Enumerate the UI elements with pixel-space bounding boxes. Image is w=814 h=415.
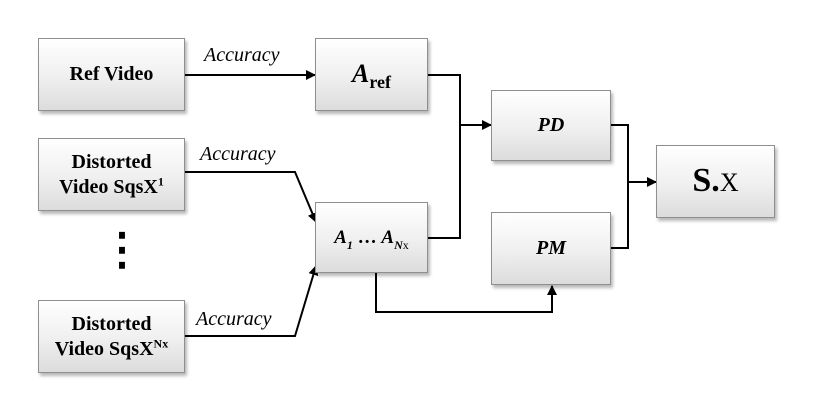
a-list-dots: …	[352, 226, 382, 248]
distorted-video-n-name: Video SqsX	[54, 337, 154, 360]
edge-pd-to-sx	[611, 124, 629, 182]
a-list-box: A1 … ANx	[315, 202, 428, 273]
pm-box: PM	[491, 212, 611, 285]
a-ref-sub: ref	[369, 72, 391, 93]
dist1-accuracy-label: Accuracy	[200, 143, 276, 165]
edge-aref-to-pd	[428, 74, 461, 125]
sx-rest: X	[719, 168, 739, 198]
sx-bold: S.	[692, 162, 720, 200]
distorted-video-n-line2: Video SqsXNx	[55, 337, 168, 362]
distorted-video-1-line1: Distorted	[71, 150, 152, 173]
pd-label: PD	[537, 114, 565, 136]
ref-accuracy-label: Accuracy	[204, 44, 280, 66]
distorted-video-1-text: Distorted Video SqsX1	[59, 150, 164, 200]
distorted-video-n-line1: Distorted	[71, 312, 152, 335]
edge-dist1-to-alist	[185, 171, 318, 223]
sx-label: S.X	[692, 160, 738, 203]
pm-label: PM	[536, 237, 566, 259]
sx-box: S.X	[656, 145, 775, 218]
a-list-subn: N	[394, 237, 403, 252]
a-list-a1: A	[334, 226, 347, 248]
ref-video-box: Ref Video	[38, 38, 185, 111]
a-ref-box: Aref	[315, 38, 428, 111]
edge-distn-to-alist	[185, 265, 319, 337]
a-list-subx: x	[402, 237, 409, 252]
a-ref-label: Aref	[352, 58, 391, 93]
distorted-video-n-box: Distorted Video SqsXNx	[38, 300, 185, 373]
edge-pm-to-sx	[611, 182, 629, 249]
distorted-video-n-text: Distorted Video SqsXNx	[55, 312, 168, 362]
distorted-video-1-sup: 1	[157, 173, 164, 188]
pd-box: PD	[491, 90, 611, 161]
distorted-video-1-line2: Video SqsX1	[59, 175, 164, 200]
vertical-ellipsis: ⋮	[100, 225, 144, 274]
ref-video-label: Ref Video	[69, 63, 154, 85]
a-list-label: A1 … ANx	[334, 226, 409, 252]
distorted-video-1-name: Video SqsX	[59, 175, 158, 198]
edge-alist-to-pm	[375, 273, 557, 313]
a-list-sub1: 1	[346, 237, 353, 252]
edge-alist-to-pd	[428, 125, 461, 239]
distorted-video-n-sup: Nx	[153, 335, 169, 350]
distn-accuracy-label: Accuracy	[196, 308, 272, 330]
distorted-video-1-box: Distorted Video SqsX1	[38, 138, 185, 211]
a-list-an: A	[381, 226, 395, 248]
a-ref-main: A	[352, 59, 370, 89]
